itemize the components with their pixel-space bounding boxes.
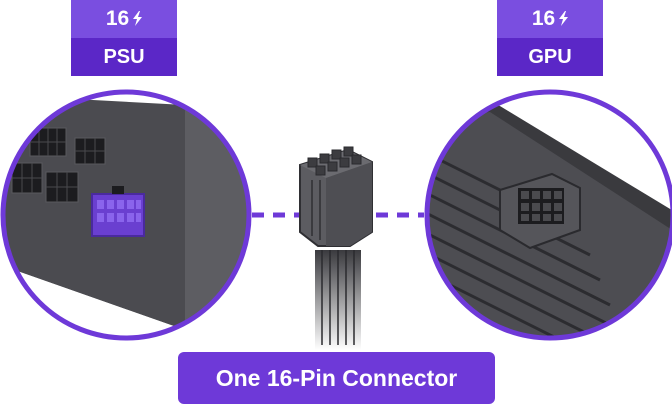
- gpu-closeup: [424, 89, 672, 341]
- gpu-label: GPU: [528, 46, 572, 68]
- psu-closeup: [0, 89, 252, 341]
- psu-pin-count: 16: [105, 7, 130, 30]
- 16pin-cable-connector: [299, 146, 373, 350]
- psu-16pin-socket: [91, 186, 145, 237]
- psu-pin-count-badge: 16: [71, 0, 177, 38]
- lightning-bolt-icon: [559, 11, 569, 26]
- caption-text: One 16-Pin Connector: [215, 365, 458, 391]
- gpu-pin-count: 16: [531, 7, 556, 30]
- lightning-bolt-icon: [133, 11, 143, 26]
- caption-banner: One 16-Pin Connector: [178, 352, 495, 404]
- gpu-16pin-socket: [499, 172, 581, 250]
- gpu-label-badge: GPU: [497, 38, 603, 76]
- gpu-pin-count-badge: 16: [497, 0, 603, 38]
- psu-label: PSU: [103, 46, 145, 68]
- psu-label-badge: PSU: [71, 38, 177, 76]
